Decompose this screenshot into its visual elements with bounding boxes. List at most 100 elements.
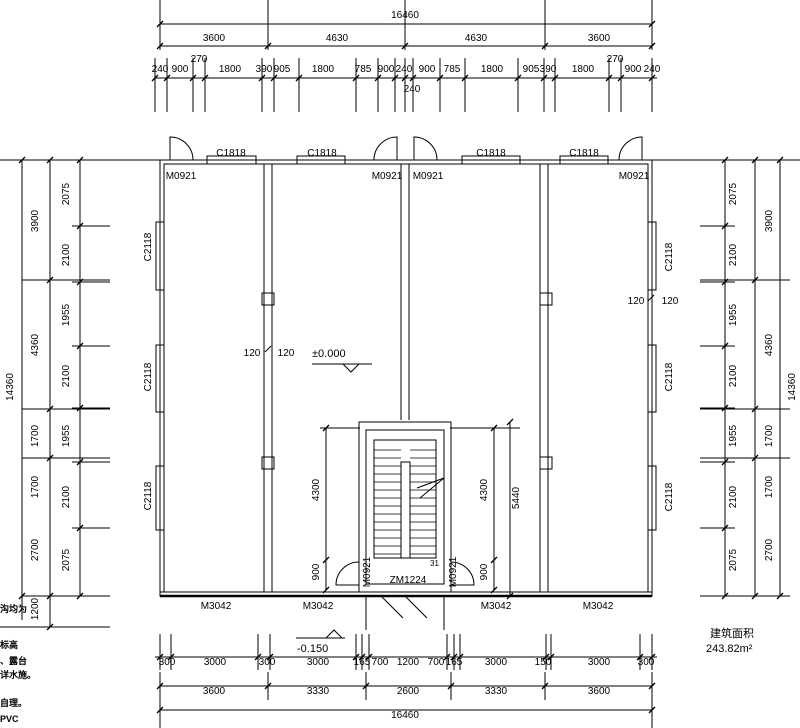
dimension-tick [506, 418, 514, 426]
column [539, 292, 553, 306]
column [261, 456, 275, 470]
note-line: 标高 [0, 639, 18, 650]
stair-mark: 31 [430, 559, 439, 568]
dim-right-mid: 2700 [764, 538, 775, 561]
door-swing [618, 136, 643, 161]
column [539, 456, 553, 470]
dim-top-detail: 1800 [572, 64, 595, 75]
level-marker [312, 363, 372, 373]
dim-bottom-detail: 3000 [485, 657, 508, 668]
door-label: M0921 [448, 556, 459, 587]
level-minus: -0.150 [297, 643, 328, 655]
dim-left-overall: 14360 [5, 373, 16, 401]
dim-bottom-bay: 3600 [203, 686, 226, 697]
dim-bottom-detail: 150 [535, 657, 552, 668]
stair-core-inner [365, 429, 445, 585]
dim-bottom-detail: 165 [354, 657, 371, 668]
dim-right-inner: 1955 [728, 424, 739, 447]
door-swing [450, 561, 475, 586]
dim-top-detail: 1800 [481, 64, 504, 75]
door-swing [335, 561, 360, 586]
wall-thickness: 120 [628, 296, 645, 307]
window-label: C1818 [569, 148, 599, 159]
dimension-tick [506, 592, 514, 600]
area-value: 243.82m² [706, 643, 753, 655]
dim-top-detail: 270 [191, 54, 208, 65]
wall-thickness: 120 [278, 348, 295, 359]
window-label: C1818 [476, 148, 506, 159]
dimension-tick [490, 586, 498, 594]
dim-top-detail: 785 [355, 64, 372, 75]
dim-right-mid: 3900 [764, 209, 775, 232]
dim-bottom-detail: 3000 [588, 657, 611, 668]
dim-left-mid: 2700 [30, 538, 41, 561]
stair-arrow [419, 477, 445, 499]
door-label: M0921 [619, 171, 650, 182]
dim-bottom-detail: 300 [159, 657, 176, 668]
dim-bottom-detail: 300 [638, 657, 655, 668]
door-label: M0921 [362, 556, 373, 587]
dim-bottom-bay: 3600 [588, 686, 611, 697]
door-label: M3042 [201, 601, 232, 612]
dim-right-inner: 2075 [728, 548, 739, 571]
door-label: M0921 [413, 171, 444, 182]
door-swing [413, 136, 438, 161]
door-label: M3042 [583, 601, 614, 612]
dim-bottom-detail: 1200 [397, 657, 420, 668]
dim-right-inner: 1955 [728, 303, 739, 326]
window-label: C1818 [307, 148, 337, 159]
note-line: 详水施。 [0, 669, 36, 680]
stair-dim: 5440 [511, 486, 522, 509]
dim-top-bay: 4630 [465, 33, 488, 44]
exterior-wall [159, 159, 653, 597]
level-zero: ±0.000 [312, 348, 346, 360]
note-line: 自理。 [0, 697, 27, 708]
dim-bottom-detail: 3000 [204, 657, 227, 668]
area-title: 建筑面积 [710, 626, 754, 640]
exterior-wall-inner [163, 163, 649, 593]
stair-dim: 4300 [479, 478, 490, 501]
door-label: M3042 [303, 601, 334, 612]
wall-thickness-mark [647, 294, 655, 302]
dim-top-overall: 16460 [391, 10, 419, 21]
dim-top-detail: 270 [607, 54, 624, 65]
door-swing [169, 136, 194, 161]
dim-bottom-overall: 16460 [391, 710, 419, 721]
stair-core [358, 421, 452, 593]
window-label: C2118 [143, 362, 154, 391]
dim-bottom-detail: 700 [428, 657, 445, 668]
dim-left-inner: 2075 [61, 548, 72, 571]
dim-top-detail: 905 [523, 64, 540, 75]
dim-top-bay: 3600 [588, 33, 611, 44]
stair-dim: 900 [311, 563, 322, 580]
note-line: PVC [0, 714, 19, 724]
stair-dim: 4300 [311, 478, 322, 501]
dim-right-inner: 2075 [728, 182, 739, 205]
door-swing [373, 136, 398, 161]
stair-arrow [416, 477, 445, 489]
dim-bottom-bay: 2600 [397, 686, 420, 697]
dim-top-detail: 900 [172, 64, 189, 75]
dim-bottom-bay: 3330 [485, 686, 508, 697]
dim-top-detail: 900 [625, 64, 642, 75]
column [261, 292, 275, 306]
window-label: C2118 [143, 232, 154, 261]
dim-left-mid: 1200 [30, 597, 41, 620]
dim-top-detail: 1800 [219, 64, 242, 75]
dim-left-inner: 2075 [61, 182, 72, 205]
note-line: 、露台 [0, 655, 27, 666]
dim-top-detail: 240 [152, 64, 169, 75]
dim-right-inner: 2100 [728, 485, 739, 508]
door-label: M3042 [481, 601, 512, 612]
dim-top-detail: 390 [540, 64, 557, 75]
dim-top-center-extra: 240 [404, 84, 421, 95]
window-label: C2118 [664, 242, 675, 271]
dim-bottom-detail: 300 [259, 657, 276, 668]
dim-right-inner: 2100 [728, 364, 739, 387]
dim-right-mid: 4360 [764, 333, 775, 356]
dim-left-inner: 1955 [61, 303, 72, 326]
dim-top-detail: 785 [444, 64, 461, 75]
dim-left-mid: 1700 [30, 424, 41, 447]
level-marker [296, 629, 345, 639]
dim-top-detail: 390 [256, 64, 273, 75]
